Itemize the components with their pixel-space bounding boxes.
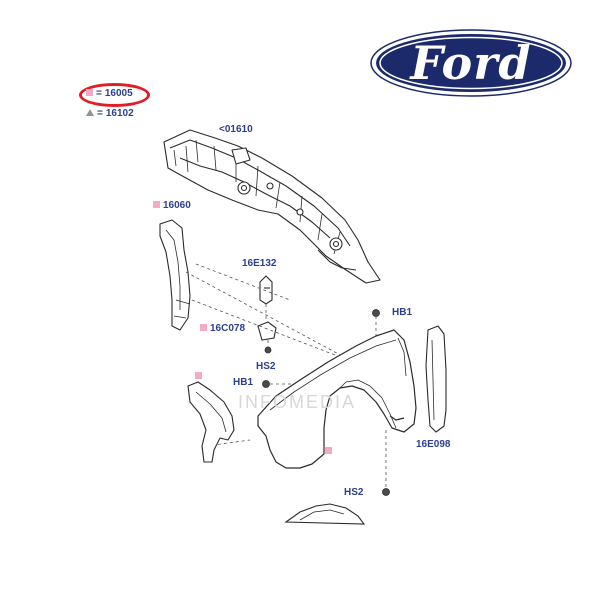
- callout-bolt-hb1-right: HB1: [392, 307, 413, 318]
- apron-front-part: [187, 381, 235, 463]
- ford-wordmark: Ford: [410, 36, 532, 90]
- callout-bracket-upper: 16E132: [242, 258, 277, 269]
- callout-apron-rear: 16060: [153, 200, 191, 212]
- legend-item-highlighted: =16005: [86, 88, 133, 100]
- callout-cowl-panel: <01610: [219, 124, 253, 135]
- legend-item-secondary: =16102: [86, 108, 134, 120]
- legend-part-number: 16102: [105, 108, 134, 119]
- bracket-16c078-part: [257, 321, 277, 341]
- pink-square-icon: [200, 324, 207, 331]
- pink-square-icon: [153, 201, 160, 208]
- legend-part-number: 16005: [104, 88, 133, 99]
- legend-highlight-circle: [79, 83, 150, 107]
- splash-shield-part: [425, 325, 447, 433]
- lower-part: [284, 503, 366, 525]
- apron-rear-part: [159, 219, 191, 331]
- fastener-parts: [262, 309, 390, 496]
- fender-part: [257, 329, 417, 469]
- triangle-icon: [86, 109, 94, 116]
- callout-screw-hs2-upper: HS2: [256, 361, 276, 372]
- cowl-panel-part: [163, 129, 381, 284]
- pink-square-icon: [86, 89, 93, 96]
- pink-square-icon: [325, 447, 332, 454]
- callout-screw-hs2-lower: HS2: [344, 487, 364, 498]
- callout-splash-shield: 16E098: [416, 439, 451, 450]
- callout-bolt-hb1-left: HB1: [233, 377, 254, 388]
- pink-square-icon: [195, 372, 202, 379]
- watermark-text: INFOMEDIA: [238, 392, 356, 412]
- ford-logo: [370, 29, 572, 97]
- bracket-16e132-part: [259, 275, 273, 305]
- callout-bracket-lower: 16C078: [200, 323, 245, 335]
